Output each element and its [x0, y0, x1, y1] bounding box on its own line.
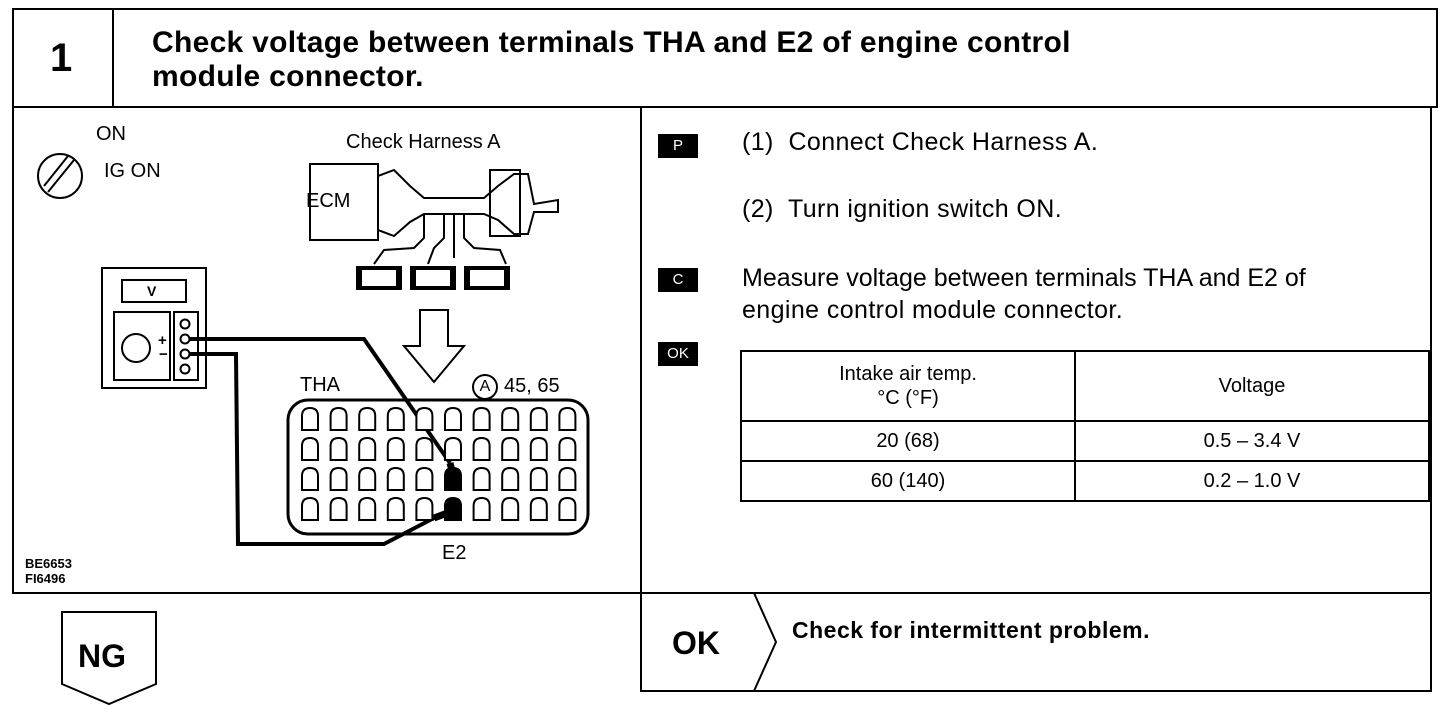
ok-tag: OK [658, 342, 698, 366]
connector-pin [329, 406, 348, 431]
check-line-1: Measure voltage between terminals THA an… [742, 264, 1306, 292]
connector-pin [329, 436, 348, 461]
connector-pin [386, 406, 405, 431]
connector-pin [558, 436, 577, 461]
connector-pin [358, 496, 377, 521]
connector-pin [472, 496, 491, 521]
table-row: 20 (68) 0.5 – 3.4 V [740, 420, 1430, 462]
e2-label: E2 [442, 542, 467, 564]
table-row: 60 (140) 0.2 – 1.0 V [740, 460, 1430, 502]
connector-pin [301, 406, 319, 431]
switch-ig-on-label: IG ON [104, 160, 161, 182]
spec-table-header: Intake air temp. °C (°F) Voltage [740, 350, 1430, 422]
connector-pins-label: 45, 65 [504, 375, 560, 397]
connector-pin [329, 466, 348, 491]
connector-pin [501, 496, 520, 521]
connector-pin [529, 406, 548, 431]
connector-pin [329, 496, 348, 521]
check-line-2: engine control module connector. [742, 296, 1124, 324]
connector-pin [358, 436, 377, 461]
figure-code-1: BE6653 [25, 556, 72, 571]
connector-pin [301, 436, 319, 461]
prep-tag: P [658, 134, 698, 158]
figure-code-2: FI6496 [25, 571, 66, 586]
connector-pin [472, 466, 491, 491]
header-voltage: Voltage [1074, 350, 1430, 422]
connector-pin-active [444, 496, 462, 521]
connector-pin [501, 436, 520, 461]
connector-pin [415, 436, 434, 461]
connector-pin [472, 436, 491, 461]
connector-pin [472, 406, 491, 431]
check-tag: C [658, 268, 698, 292]
ecm-connector-outline [286, 398, 590, 536]
connector-pin [386, 436, 405, 461]
ok-result-text: Check for intermittent problem. [792, 617, 1150, 643]
connector-pin-active [444, 466, 462, 491]
spec-table: Intake air temp. °C (°F) Voltage 20 (68)… [740, 350, 1430, 502]
meter-minus-label: − [159, 346, 168, 363]
row-voltage: 0.2 – 1.0 V [1074, 460, 1430, 502]
connector-pin [501, 406, 520, 431]
row-temp: 20 (68) [740, 420, 1076, 462]
ng-result-badge [61, 611, 157, 706]
step-number: 1 [50, 36, 73, 80]
connector-pin [501, 466, 520, 491]
connector-pin [358, 466, 377, 491]
down-arrow-icon [401, 309, 467, 384]
header-intake-temp: Intake air temp. °C (°F) [740, 350, 1076, 422]
connector-pin [386, 496, 405, 521]
harness-drawing [309, 163, 559, 265]
row-voltage: 0.5 – 3.4 V [1074, 420, 1430, 462]
connector-pin [415, 466, 434, 491]
wiring-diagram [37, 153, 590, 546]
harness-label: Check Harness A [346, 131, 501, 153]
meter-plus-label: + [158, 332, 167, 349]
connector-pin [386, 466, 405, 491]
voltmeter-icon [101, 267, 207, 389]
harness-connectors [356, 266, 510, 290]
step-number-divider [112, 8, 114, 108]
row-temp: 60 (140) [740, 460, 1076, 502]
connector-pin [415, 406, 434, 431]
connector-badge: A [472, 374, 498, 400]
ignition-switch-icon [37, 153, 83, 199]
ng-label: NG [78, 638, 126, 674]
prep-step-1: (1) Connect Check Harness A. [742, 128, 1099, 156]
ok-result-box [640, 592, 1432, 692]
ecm-label: ECM [306, 190, 351, 212]
step-title-line2: module connector. [152, 60, 424, 93]
connector-pin [415, 496, 434, 521]
probe-leads [190, 337, 458, 546]
connector-pin [301, 466, 319, 491]
prep-step-2: (2) Turn ignition switch ON. [742, 195, 1063, 223]
header-temp-line2: °C (°F) [877, 387, 939, 409]
ok-label: OK [672, 625, 720, 661]
connector-pin [558, 406, 577, 431]
connector-pins [301, 406, 577, 521]
connector-pin [529, 496, 548, 521]
connector-pin [529, 436, 548, 461]
connector-pin [444, 406, 462, 431]
ok-divider-chevron [753, 593, 778, 691]
switch-on-label: ON [96, 123, 126, 145]
tha-label: THA [300, 374, 340, 396]
step-title-line1: Check voltage between terminals THA and … [152, 26, 1071, 59]
connector-pin [529, 466, 548, 491]
connector-pin [358, 406, 377, 431]
header-temp-line1: Intake air temp. [839, 363, 977, 385]
meter-v-label: V [147, 283, 157, 299]
connector-pin [301, 496, 319, 521]
connector-pin [444, 436, 462, 461]
connector-pin [558, 466, 577, 491]
connector-pin [558, 496, 577, 521]
